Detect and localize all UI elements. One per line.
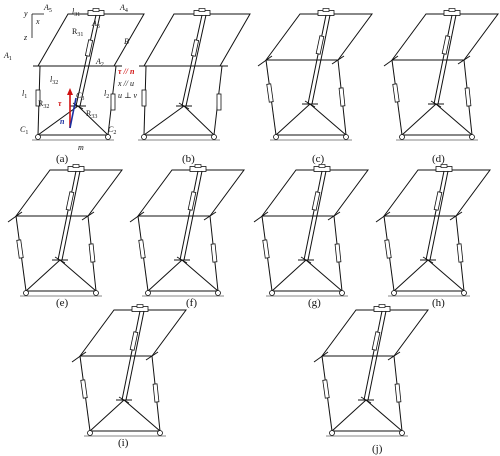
label-C3: C3 [76, 91, 84, 102]
label-R33-subscript: 33 [91, 114, 97, 120]
label-n: n [60, 117, 65, 126]
caption-f: (f) [186, 297, 197, 309]
label-m: m [78, 143, 84, 152]
panel-i: (i) [71, 304, 187, 449]
label-l32-subscript: 32 [52, 80, 58, 86]
caption-e: (e) [56, 297, 69, 309]
caption-i: (i) [118, 437, 129, 449]
panel-j: (j) [313, 304, 429, 455]
label-A4-subscript: 4 [125, 8, 128, 14]
panel-e: (e) [7, 164, 123, 309]
axis-y-label: y [23, 9, 28, 18]
relation-x-u: x // u [117, 79, 134, 88]
axis-z-label: z [23, 33, 28, 42]
label-R32: R32 [38, 99, 49, 110]
label-R33: R33 [86, 109, 97, 120]
label-B: B [124, 37, 129, 46]
panel-c: (c) [257, 8, 373, 165]
panel-f: (f) [129, 164, 245, 309]
label-A5: A5 [43, 3, 52, 14]
panel-b: (b) [137, 8, 251, 165]
label-R31: R31 [72, 27, 83, 38]
label-l31: l31 [72, 7, 80, 18]
label-A2-subscript: 2 [101, 62, 104, 68]
caption-c: (c) [312, 153, 325, 165]
axis-x-label: x [35, 17, 40, 26]
n-vector [69, 97, 77, 129]
panel-a: y x z A5 A4 A3 A1 A2 l31 R31 B l32 l1 l2… [3, 3, 145, 165]
label-l2: l2 [104, 89, 109, 100]
label-A2: A2 [95, 57, 104, 68]
caption-g: (g) [308, 297, 321, 309]
caption-a: (a) [56, 153, 69, 165]
label-l32: l32 [50, 75, 58, 86]
label-l2-subscript: 2 [106, 94, 109, 100]
label-R32-subscript: 32 [43, 104, 49, 110]
label-A5-subscript: 5 [49, 8, 52, 14]
relation-u-v: u ⊥ v [118, 91, 138, 100]
caption-b: (b) [182, 153, 195, 165]
label-C2: C2 [108, 125, 116, 136]
caption-j: (j) [372, 443, 383, 455]
caption-d: (d) [432, 153, 445, 165]
label-A1-subscript: 1 [9, 56, 12, 62]
label-C1: C1 [20, 125, 28, 136]
label-tau: τ [58, 99, 62, 108]
relation-tau-n: τ // n [118, 67, 135, 76]
label-A1: A1 [3, 51, 12, 62]
label-C1-subscript: 1 [25, 130, 28, 136]
label-A3: A3 [91, 19, 100, 30]
label-A4: A4 [119, 3, 128, 14]
label-l1: l1 [22, 89, 27, 100]
label-l31-subscript: 31 [74, 12, 80, 18]
label-A3-subscript: 3 [97, 24, 100, 30]
panel-g: (g) [253, 164, 369, 309]
label-C2-subscript: 2 [113, 130, 116, 136]
panel-h: (h) [375, 164, 491, 309]
caption-h: (h) [432, 297, 445, 309]
label-l1-subscript: 1 [24, 94, 27, 100]
panel-d: (d) [383, 8, 499, 165]
label-R31-subscript: 31 [77, 32, 83, 38]
label-C3-subscript: 3 [81, 96, 84, 102]
